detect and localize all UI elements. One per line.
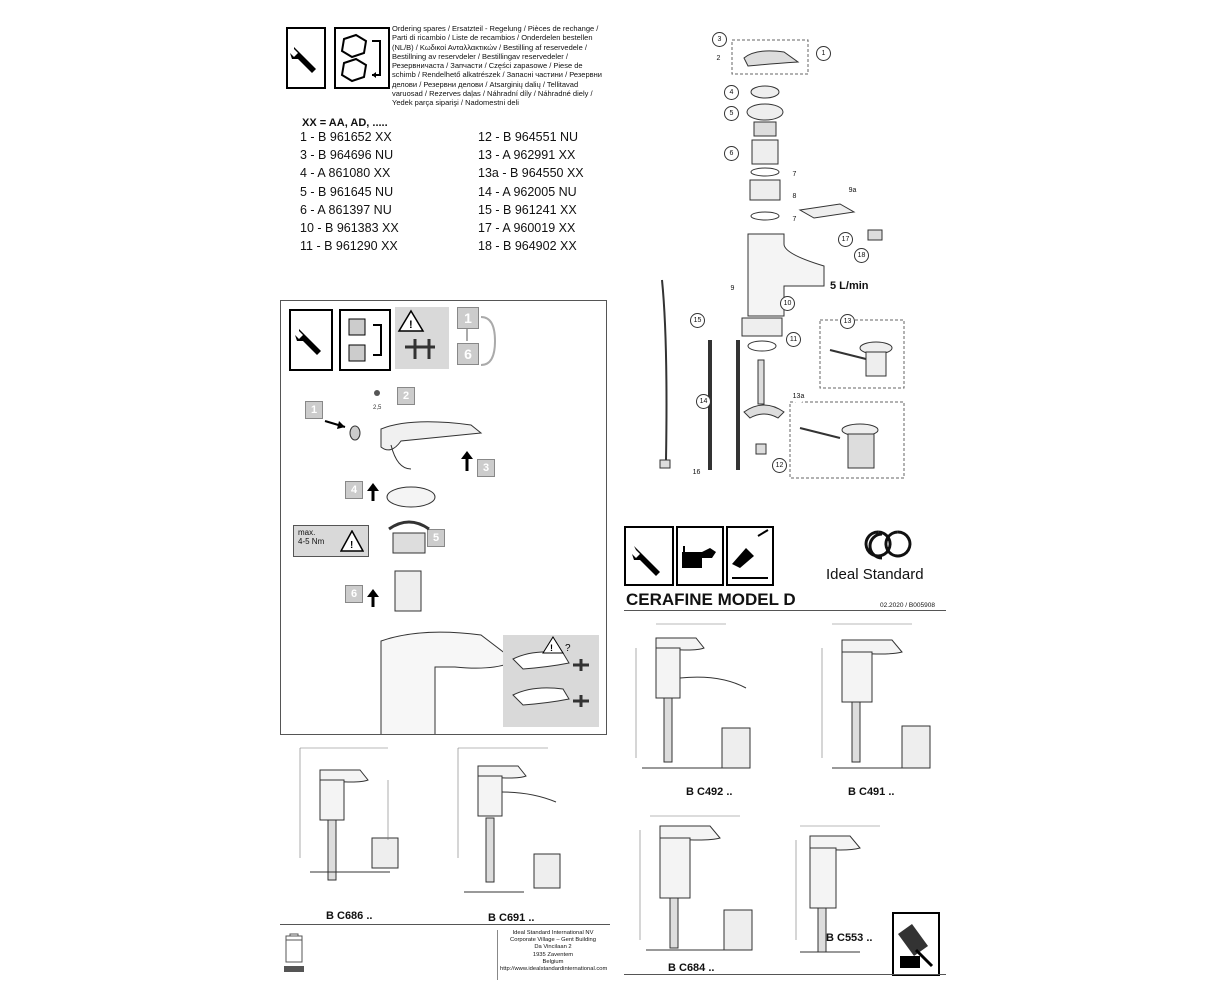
list-item: 1 - B 961652 XX [300, 130, 392, 144]
svg-text:!: ! [550, 643, 553, 653]
model-c491-label: B C491 .. [848, 786, 895, 798]
parts-legend: XX = AA, AD, ..... [302, 117, 388, 129]
drawing-c492 [626, 618, 766, 786]
callout-16: 16 [690, 466, 703, 479]
nut-replace-icon [334, 27, 390, 89]
list-item: 6 - A 861397 NU [300, 202, 392, 217]
callout-5: 5 [724, 106, 739, 121]
wrench-icon [289, 309, 333, 371]
list-item: 14 - A 962005 NU [478, 184, 577, 199]
parts-list-left: 1 - B 961652 XX 3 - B 964696 NU 4 - A 86… [300, 128, 399, 255]
title-rule [624, 610, 946, 611]
callout-8: 8 [788, 190, 801, 203]
wrench-icon [286, 27, 326, 89]
callout-17: 17 [838, 232, 853, 247]
footer-rule [280, 924, 610, 925]
list-item: 10 - B 961383 XX [300, 221, 399, 236]
callout-2: 2 [712, 52, 725, 65]
callout-12: 12 [772, 458, 787, 473]
hand-pointing-icon [676, 526, 724, 586]
step-5-label: 5 [427, 529, 445, 547]
drawing-c553 [790, 820, 890, 960]
list-item: 15 - B 961241 XX [478, 202, 577, 217]
brand-name: Ideal Standard [826, 566, 924, 583]
callout-13a: 13a [792, 390, 805, 403]
step-6-label: 6 [345, 585, 363, 603]
drawing-c686 [290, 742, 410, 904]
flow-rate-label: 5 L/min [830, 280, 869, 292]
step-3-label: 3 [477, 459, 495, 477]
address-line: Da Vincilaan 2 [534, 944, 572, 951]
torque-text: max. 4-5 Nm [298, 528, 325, 546]
list-item: 12 - B 964551 NU [478, 130, 579, 144]
address-line: 1935 Zaventem [532, 951, 574, 958]
step-2-label: 2 [397, 387, 415, 405]
product-title: CERAFINE MODEL D [626, 590, 796, 609]
callout-9a: 9a [846, 184, 859, 197]
step-6-badge: 6 [457, 343, 479, 365]
address-link[interactable]: http://www.idealstandardinternational.co… [500, 966, 608, 973]
step-4-label: 4 [345, 481, 363, 499]
callout-3: 3 [712, 32, 727, 47]
sequence-indicator: 1 6 [457, 307, 497, 371]
callout-18: 18 [854, 248, 869, 263]
cartridge-replace-icon [339, 309, 391, 371]
disassembly-drawing [324, 390, 516, 734]
address-line: Ideal Standard International NV [512, 930, 594, 936]
torque-warning: max. 4-5 Nm ! [293, 525, 369, 557]
exploded-view: 1 2 3 4 5 6 7 8 7 9a 9 17 18 10 11 13 15… [640, 20, 940, 490]
list-item: 11 - B 961290 XX [300, 239, 398, 254]
callout-11: 11 [786, 332, 801, 347]
list-item: 5 - B 961645 NU [300, 184, 394, 199]
callout-15: 15 [690, 313, 705, 328]
callout-1: 1 [816, 46, 831, 61]
callout-4: 4 [724, 85, 739, 100]
bottom-rule [624, 974, 946, 975]
footer-divider [497, 930, 498, 980]
drawing-c691 [448, 742, 568, 912]
address-line: Belgium [542, 958, 564, 965]
drawing-c684 [630, 810, 770, 960]
callout-6: 6 [724, 146, 739, 161]
wrench-icon [624, 526, 674, 586]
model-c553-label: B C553 .. [826, 932, 873, 944]
brand-logo-icon [858, 524, 918, 566]
step-1-label: 1 [305, 401, 323, 419]
list-item: 13 - A 962991 XX [478, 148, 576, 163]
doc-reference: 02.2020 / B005908 [880, 602, 935, 609]
parts-list-right: 12 - B 964551 NU 13 - A 962991 XX 13a - … [478, 128, 584, 255]
list-item: 17 - A 960019 XX [478, 221, 576, 236]
callout-14: 14 [696, 394, 711, 409]
address-line: Corporate Village – Gent Building [510, 937, 596, 944]
dim-2-5: 2,5 [373, 405, 382, 411]
step-1-badge: 1 [457, 307, 479, 329]
model-c684-label: B C684 .. [668, 962, 715, 974]
svg-text:!: ! [409, 319, 413, 331]
cleaning-icon [726, 526, 774, 586]
check-valve-panel: !? [503, 635, 599, 727]
ordering-spares-text: Ordering spares / Ersatzteil - Regelung … [392, 24, 602, 108]
warning-shutoff-panel: ! [395, 307, 449, 369]
list-item: 3 - B 964696 NU [300, 148, 394, 163]
svg-text:?: ? [565, 643, 571, 654]
callout-7b: 7 [788, 213, 801, 226]
callout-10: 10 [780, 296, 795, 311]
disassembly-panel: ! 1 6 1 2 2,5 3 4 5 6 max. 4-5 Nm ! [280, 300, 607, 735]
no-abrasive-icon [892, 912, 940, 976]
model-c686-label: B C686 .. [326, 910, 373, 922]
model-c691-label: B C691 .. [488, 912, 535, 924]
list-item: 18 - B 964902 XX [478, 239, 577, 254]
list-item: 13a - B 964550 XX [478, 166, 584, 181]
model-c492-label: B C492 .. [686, 786, 733, 798]
callout-13: 13 [840, 314, 855, 329]
company-address: Ideal Standard International NV Corporat… [500, 930, 608, 973]
recycle-icon [280, 930, 310, 980]
callout-7: 7 [788, 168, 801, 181]
drawing-c491 [812, 618, 952, 786]
svg-text:!: ! [350, 540, 353, 551]
list-item: 4 - A 861080 XX [300, 166, 391, 181]
callout-9: 9 [726, 282, 739, 295]
